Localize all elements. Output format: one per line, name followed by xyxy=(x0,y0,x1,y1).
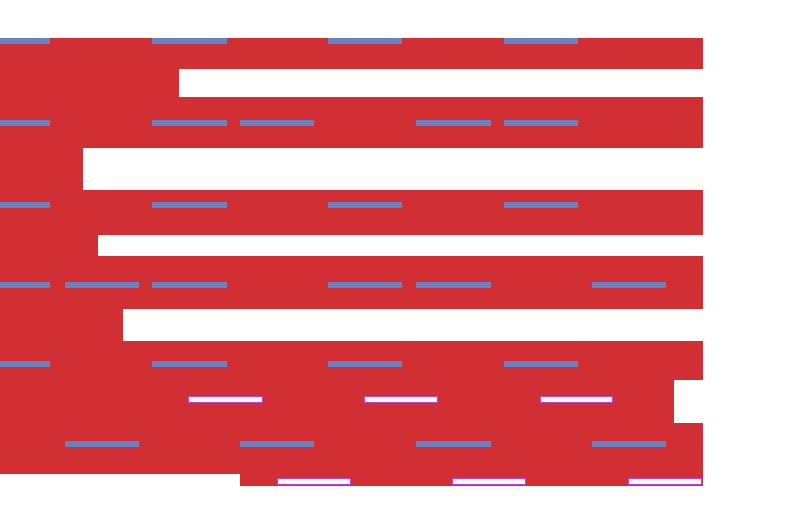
link-bar[interactable] xyxy=(328,361,402,367)
link-bar[interactable] xyxy=(504,120,578,126)
link-bar[interactable] xyxy=(504,38,578,44)
link-bar[interactable] xyxy=(416,120,491,126)
content-block xyxy=(0,190,703,235)
link-bar[interactable] xyxy=(240,441,314,447)
link-bar[interactable] xyxy=(65,441,139,447)
content-block xyxy=(0,423,703,474)
link-bar[interactable] xyxy=(592,282,666,288)
link-bar[interactable] xyxy=(152,202,227,208)
field-bar[interactable] xyxy=(364,396,438,403)
field-bar[interactable] xyxy=(452,478,526,485)
link-bar[interactable] xyxy=(328,202,402,208)
link-bar[interactable] xyxy=(328,38,402,44)
link-bar[interactable] xyxy=(0,120,50,126)
link-bar[interactable] xyxy=(0,38,50,44)
field-bar[interactable] xyxy=(188,396,263,403)
link-bar[interactable] xyxy=(328,282,402,288)
field-bar[interactable] xyxy=(628,478,702,485)
link-bar[interactable] xyxy=(0,282,50,288)
link-bar[interactable] xyxy=(504,361,578,367)
link-bar[interactable] xyxy=(0,202,50,208)
link-bar[interactable] xyxy=(152,38,227,44)
link-bar[interactable] xyxy=(152,361,227,367)
link-bar[interactable] xyxy=(416,282,491,288)
content-block xyxy=(0,97,703,148)
content-block xyxy=(0,309,123,341)
link-bar[interactable] xyxy=(65,282,139,288)
content-block xyxy=(0,235,98,256)
link-bar[interactable] xyxy=(592,441,666,447)
content-block xyxy=(0,341,703,380)
field-bar[interactable] xyxy=(277,478,351,485)
content-block xyxy=(0,148,83,190)
link-bar[interactable] xyxy=(0,361,50,367)
link-bar[interactable] xyxy=(416,441,491,447)
link-bar[interactable] xyxy=(240,120,314,126)
link-bar[interactable] xyxy=(152,282,227,288)
link-bar[interactable] xyxy=(504,202,578,208)
link-bar[interactable] xyxy=(152,120,227,126)
content-block xyxy=(0,69,179,97)
field-bar[interactable] xyxy=(540,396,613,403)
